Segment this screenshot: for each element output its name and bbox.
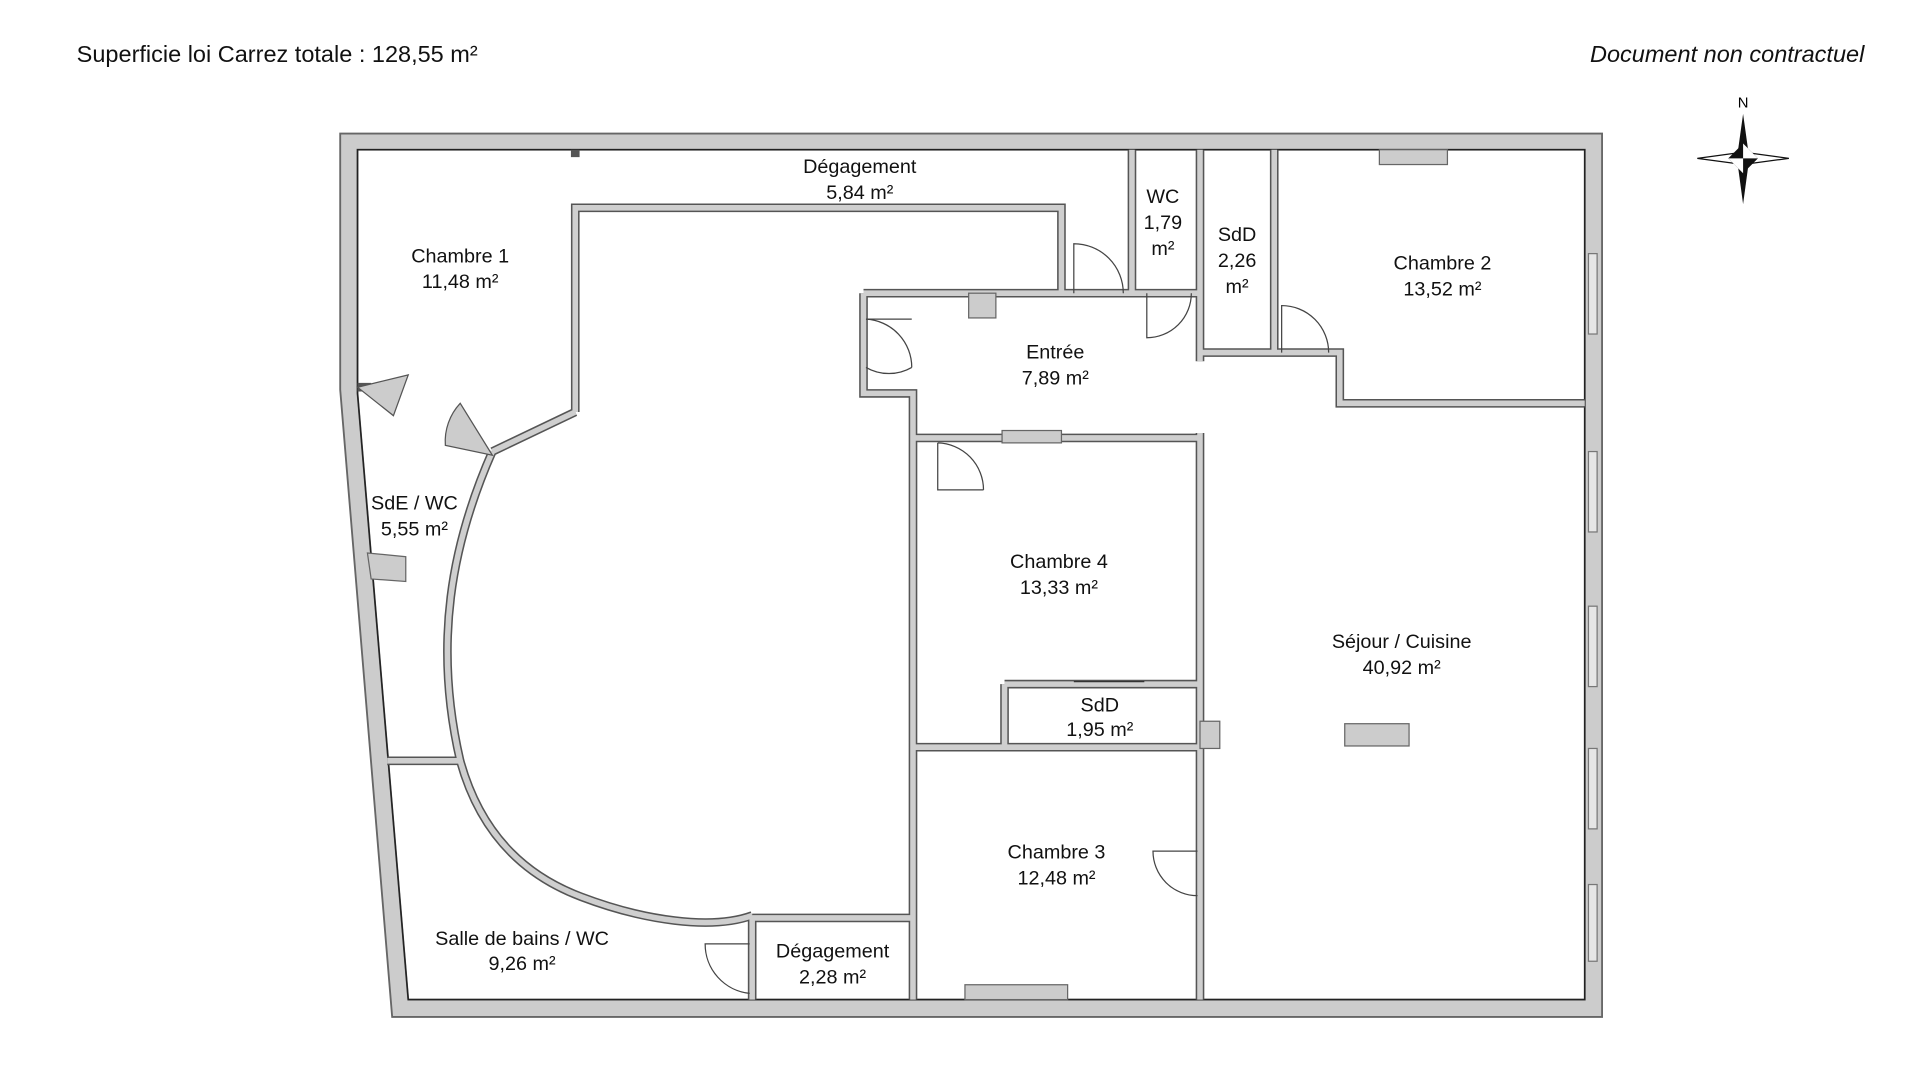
room-area: 5,55 m²	[381, 519, 448, 541]
room-area: 40,92 m²	[1363, 657, 1441, 679]
room-area: 12,48 m²	[1017, 868, 1095, 890]
room-area: 9,26 m²	[489, 953, 556, 975]
room-name: SdD	[1218, 224, 1256, 246]
room-name: Chambre 4	[1010, 551, 1108, 573]
room-name: WC	[1146, 186, 1179, 208]
room-area-unit: m²	[1151, 238, 1174, 260]
room-area: 11,48 m²	[422, 271, 499, 293]
room-area: 13,52 m²	[1403, 279, 1481, 301]
room-area: 2,28 m²	[799, 967, 866, 989]
room-name: Entrée	[1026, 342, 1084, 364]
room-area: 13,33 m²	[1020, 577, 1098, 599]
room-name: Séjour / Cuisine	[1332, 631, 1472, 653]
room-name: Chambre 1	[411, 245, 509, 267]
room-area-unit: m²	[1226, 276, 1249, 298]
room-name: Chambre 3	[1008, 842, 1106, 864]
room-name: Salle de bains / WC	[435, 928, 609, 950]
total-area-label: Superficie loi Carrez totale : 128,55 m²	[77, 41, 478, 67]
room-name: SdE / WC	[371, 493, 458, 515]
disclaimer-label: Document non contractuel	[1590, 41, 1865, 67]
room-area: 1,95 m²	[1066, 719, 1133, 741]
windows	[1587, 252, 1598, 962]
room-labels: Dégagement 5,84 m² WC 1,79 m² SdD 2,26 m…	[371, 156, 1491, 988]
room-area: 1,79	[1144, 212, 1183, 234]
compass-icon: N	[1697, 96, 1789, 205]
room-name: SdD	[1081, 694, 1119, 716]
doors	[356, 243, 1330, 995]
room-area: 7,89 m²	[1022, 368, 1089, 390]
room-name: Chambre 2	[1394, 253, 1492, 275]
structural-blocks	[366, 149, 1449, 1001]
room-name: Dégagement	[803, 156, 917, 178]
room-area: 5,84 m²	[826, 182, 893, 204]
compass-north-label: N	[1738, 96, 1749, 112]
interior-walls	[357, 149, 1585, 1000]
room-name: Dégagement	[776, 941, 890, 963]
room-area: 2,26	[1218, 250, 1257, 272]
